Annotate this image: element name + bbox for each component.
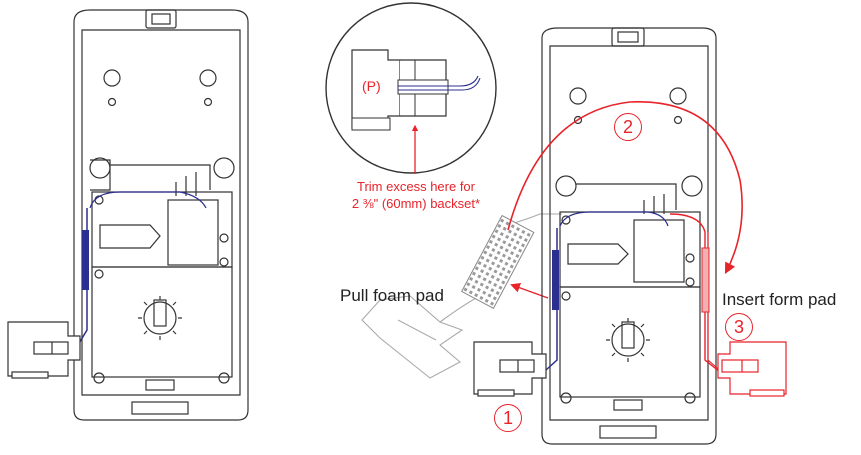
pulled-foam-pad <box>361 213 562 379</box>
step-1-badge: 1 <box>494 404 522 432</box>
trim-note: Trim excess here for 2 ⅜" (60mm) backset… <box>316 178 516 212</box>
step-3-badge: 3 <box>725 313 753 341</box>
trim-note-line2: 2 ⅜" (60mm) backset* <box>351 196 481 211</box>
right-blue-cable <box>545 211 669 371</box>
left-cable <box>77 191 207 346</box>
zoom-circle <box>325 2 497 174</box>
pull-foam-pad-label: Pull foam pad <box>340 286 444 305</box>
left-lock-body <box>73 9 249 421</box>
right-red-connector <box>717 341 787 397</box>
right-left-connector <box>473 341 547 397</box>
left-connector <box>7 321 81 379</box>
trim-note-line1: Trim excess here for <box>357 179 475 194</box>
insert-form-pad-label: Insert form pad <box>722 290 837 309</box>
piece-label: (P) <box>362 78 381 94</box>
step-2-badge: 2 <box>614 113 642 141</box>
rotate-arrow <box>507 101 743 274</box>
right-lock-body <box>541 27 717 445</box>
